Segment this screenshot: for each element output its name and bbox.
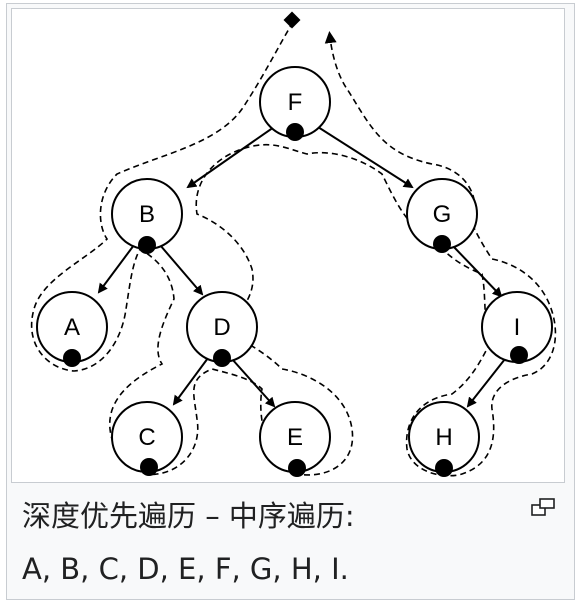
diagram-image[interactable]: F B G A D I C [11,8,565,483]
node-i: I [481,291,553,364]
visit-dot [510,346,528,364]
node-b: B [111,178,183,254]
node-e: E [259,401,331,477]
node-label-c: C [138,424,155,451]
node-label-f: F [288,89,303,116]
visit-dot [286,123,304,141]
binary-tree-diagram: F B G A D I C [30,11,557,477]
node-g: G [406,178,478,253]
start-diamond-icon [283,11,301,29]
edge-f-g [317,126,414,189]
visit-dot [433,235,451,253]
node-a: A [36,291,108,367]
node-label-b: B [139,201,155,228]
node-label-d: D [213,314,230,341]
edge-d-e [231,358,276,408]
visit-dot [140,458,158,476]
edge-g-i [451,244,503,298]
figure-caption: 深度优先遍历 – 中序遍历: A, B, C, D, E, F, G, H, I… [22,490,527,596]
node-label-g: G [433,201,452,228]
tree-edges [97,126,506,408]
visit-dot [213,349,231,367]
magnify-icon[interactable] [531,497,557,517]
node-label-h: H [435,424,452,451]
node-label-e: E [287,424,303,451]
visit-dot [435,459,453,477]
edge-i-h [466,358,506,408]
edge-b-d [159,244,204,296]
visit-dot [63,349,81,367]
node-c: C [111,401,183,476]
edge-d-c [172,357,209,406]
visit-dot [288,459,306,477]
node-label-i: I [514,314,521,341]
node-h: H [408,401,480,477]
node-label-a: A [64,314,80,341]
node-d: D [186,291,258,367]
caption-title: 深度优先遍历 – 中序遍历: [22,499,355,533]
node-f: F [259,66,331,141]
caption-sequence: A, B, C, D, E, F, G, H, I. [22,552,349,586]
edge-f-b [186,126,275,189]
visit-dot [138,236,156,254]
edge-b-a [97,240,138,294]
